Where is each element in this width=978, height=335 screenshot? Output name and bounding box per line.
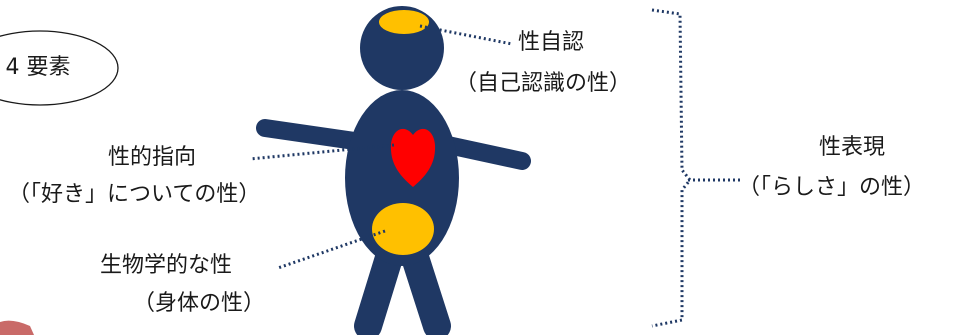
gender-identity-marker [379,10,429,34]
sexual-orientation-subtitle: （「好き」についての性） [8,182,261,207]
gender-expression-title: 性表現 [819,135,886,160]
sexual-orientation-title: 性的指向 [108,145,197,170]
figure-right-arm [439,136,531,170]
biological-sex-title: 生物学的な性 [100,253,233,278]
gender-expression-brace [651,8,692,328]
gender-identity-title: 性自認 [518,30,585,55]
human-figure-icon [256,6,531,335]
leader-lines [249,24,740,270]
corner-accent [0,320,34,335]
four-elements-label: 4 要素 [5,55,71,80]
gender-expression-subtitle: （「らしさ」の性） [738,175,926,200]
leader-gender-identity [419,24,513,46]
four-elements-badge [0,30,119,106]
gender-identity-subtitle: （自己認識の性） [455,71,632,96]
leader-sexual-orientation [249,143,395,161]
biological-sex-marker [372,203,434,255]
leader-biological-sex [277,229,386,270]
heart-icon [390,128,436,187]
biological-sex-subtitle: （身体の性） [133,291,266,316]
